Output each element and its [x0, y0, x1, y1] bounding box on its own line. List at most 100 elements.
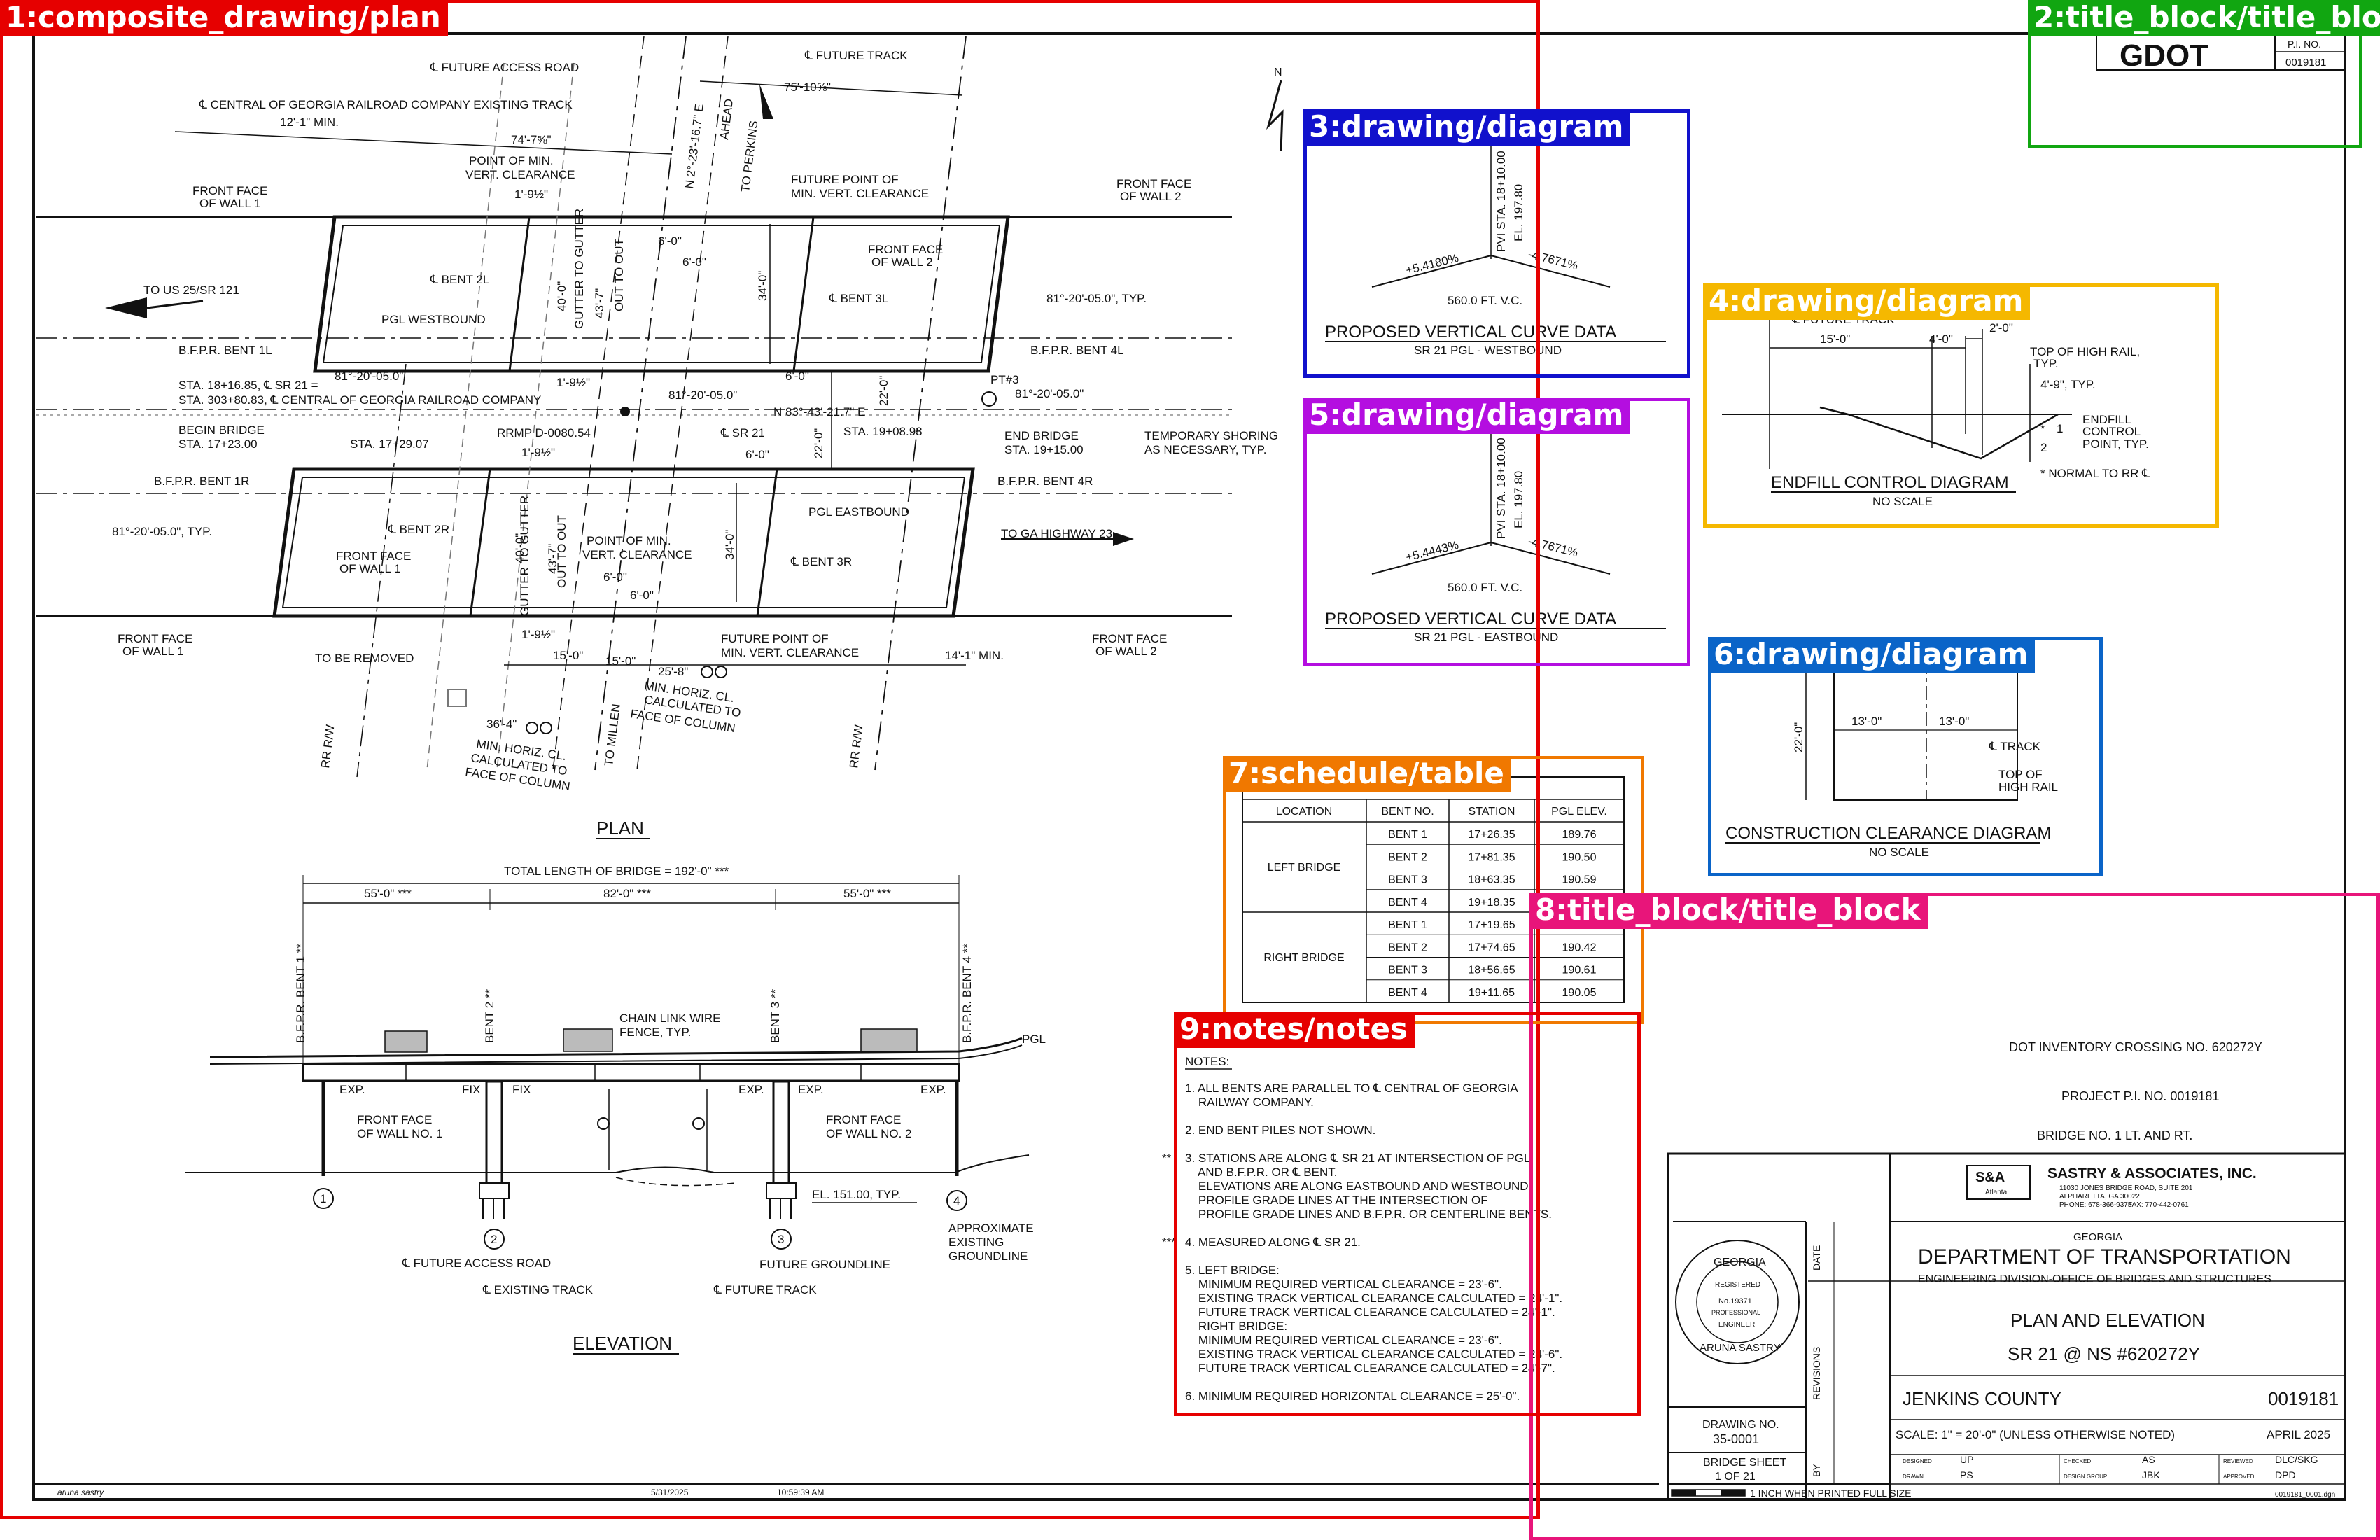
firm-name: SASTRY & ASSOCIATES, INC.: [2047, 1166, 2257, 1182]
constr-track: ℄ TRACK: [1989, 740, 2041, 753]
notes-line: RIGHT BRIDGE:: [1185, 1320, 1287, 1333]
label-outout-eb: OUT TO OUT: [555, 515, 568, 588]
tb-sheet-title: PLAN AND ELEVATION: [2010, 1310, 2205, 1331]
notes-line: MINIMUM REQUIRED VERTICAL CLEARANCE = 23…: [1185, 1278, 1502, 1291]
constr-tohr1: TOP OF: [1998, 768, 2043, 781]
bridge-number: BRIDGE NO. 1 LT. AND RT.: [2037, 1128, 2192, 1142]
label-to-us25: TO US 25/SR 121: [144, 284, 239, 297]
bent-table-cell: 17+81.35: [1468, 851, 1515, 863]
label-pmvc-2-eb: VERT. CLEARANCE: [582, 548, 692, 561]
label-bent-2l: ℄ BENT 2L: [430, 273, 489, 286]
label-sta-line1: STA. 18+16.85, ℄ SR 21 =: [178, 379, 318, 392]
tb-county: JENKINS COUNTY: [1903, 1388, 2062, 1409]
label-pgl-eb: PGL EASTBOUND: [808, 505, 909, 519]
endfill-one: 1: [2057, 422, 2063, 435]
bent-table-cell: BENT 1: [1388, 919, 1427, 931]
engineer-seal: GEORGIA REGISTERED No.19371 PROFESSIONAL…: [1675, 1240, 1800, 1364]
vc-eb-g1: +5.4443%: [1404, 538, 1460, 564]
elev-future-groundline: FUTURE GROUNDLINE: [760, 1258, 890, 1271]
elev-exp-3: EXP.: [798, 1083, 824, 1096]
notes-line: RAILWAY COMPANY.: [1185, 1096, 1314, 1109]
tb-scale: SCALE: 1" = 20'-0" (UNLESS OTHERWISE NOT…: [1896, 1428, 2175, 1441]
label-fpmvc-2: MIN. VERT. CLEARANCE: [791, 187, 929, 200]
notes-line: EXISTING TRACK VERTICAL CLEARANCE CALCUL…: [1185, 1348, 1562, 1361]
constr-scale: NO SCALE: [1869, 846, 1929, 859]
tb-file: 0019181_0001.dgn: [2275, 1491, 2335, 1499]
vertical-curve-westbound: PVI STA. 18+10.00 EL. 197.80 +5.4180% -4…: [1325, 133, 1666, 357]
label-ff-wall1b: OF WALL 1: [200, 197, 261, 210]
label-bearing-mid: N 83°-43'-21.7" E: [774, 405, 865, 419]
dim-43-7-eb: 43'-7": [546, 544, 559, 574]
vc-wb-el: EL. 197.80: [1512, 184, 1525, 241]
tb-reviewed-label: REVIEWED: [2223, 1458, 2253, 1464]
label-fpmvc-1-eb: FUTURE POINT OF: [721, 632, 829, 645]
label-sta-1729: STA. 17+29.07: [350, 438, 429, 451]
label-begin-sta: STA. 17+23.00: [178, 438, 258, 451]
seal-professional: PROFESSIONAL: [1712, 1309, 1760, 1316]
vc-wb-g2: -4.7671%: [1527, 247, 1579, 272]
vertical-curve-eastbound: PVI STA. 18+10.00 EL. 197.80 +5.4443% -4…: [1325, 420, 1666, 644]
general-notes: NOTES: 1. ALL BENTS ARE PARALLEL TO ℄ CE…: [1162, 1055, 1562, 1403]
constr-d22: 22'-0": [1792, 722, 1805, 752]
elev-approx2: EXISTING: [948, 1236, 1004, 1249]
label-ff-wall2b-br: OF WALL 2: [1096, 645, 1157, 658]
bent-table-header: BENT NO.: [1381, 806, 1434, 818]
seal-engineer: ENGINEER: [1718, 1321, 1755, 1329]
notes-line: 1. ALL BENTS ARE PARALLEL TO ℄ CENTRAL O…: [1185, 1082, 1518, 1095]
vc-wb-length: 560.0 FT. V.C.: [1448, 294, 1522, 307]
dot-crossing: DOT INVENTORY CROSSING NO. 620272Y: [2009, 1040, 2262, 1054]
elev-fix-2: FIX: [512, 1083, 531, 1096]
dim-1-9-mid: 1'-9½": [556, 376, 590, 389]
elev-exp-2: EXP.: [738, 1083, 764, 1096]
endfill-title: ENDFILL CONTROL DIAGRAM: [1771, 473, 2009, 492]
firm-phone: PHONE: 678-366-9375: [2059, 1201, 2132, 1209]
tb-inch-scale: 1 INCH WHEN PRINTED FULL SIZE: [1750, 1488, 1912, 1499]
tb-sheet-sub: SR 21 @ NS #620272Y: [2008, 1343, 2200, 1364]
elev-exp-4: EXP.: [920, 1083, 946, 1096]
label-future-track: ℄ FUTURE TRACK: [804, 49, 908, 62]
dim-74: 74'-7⅝": [511, 133, 551, 146]
label-bent-2r: ℄ BENT 2R: [388, 523, 449, 536]
tb-designed-label: DESIGNED: [1903, 1458, 1932, 1464]
firm-addr1: 11030 JONES BRIDGE ROAD, SUITE 201: [2059, 1184, 2193, 1192]
endfill-future-track: ℄ FUTURE TRACK: [1791, 313, 1895, 326]
footer-user: aruna sastry: [57, 1488, 104, 1497]
label-bfpr-1r: B.F.P.R. BENT 1R: [154, 475, 249, 488]
dim-1-9-bot: 1'-9½": [522, 628, 555, 641]
elev-chain2: FENCE, TYP.: [620, 1026, 691, 1039]
vc-eb-length: 560.0 FT. V.C.: [1448, 581, 1522, 594]
tb-by-col: BY: [1811, 1464, 1822, 1477]
label-pgl-wb: PGL WESTBOUND: [382, 313, 486, 326]
bent-table-cell: BENT 1: [1388, 829, 1427, 841]
endfill-normal: * NORMAL TO RR ℄: [2040, 467, 2150, 480]
tb-drawn-label: DRAWN: [1903, 1474, 1924, 1480]
gdot-logo: GDOT: [2120, 38, 2208, 73]
label-bearing-top: N 2°-23'-16.7" E: [682, 103, 706, 189]
firm-addr2: ALPHARETTA, GA 30022: [2059, 1193, 2140, 1200]
constr-d13b: 13'-0": [1939, 715, 1969, 728]
elev-fix-1: FIX: [462, 1083, 480, 1096]
dim-40-top: 40'-0": [555, 281, 568, 312]
dim-1-9-top: 1'-9½": [514, 188, 548, 201]
notes-line: AND B.F.P.R. OR ℄ BENT.: [1185, 1166, 1338, 1179]
tb-bridge-sheet-label: BRIDGE SHEET: [1703, 1457, 1786, 1469]
label-bfpr-1l: B.F.P.R. BENT 1L: [178, 344, 272, 357]
bent-table-cell: 190.05: [1562, 897, 1597, 909]
label-cgrr-existing-track: ℄ CENTRAL OF GEORGIA RAILROAD COMPANY EX…: [199, 98, 573, 111]
tb-approved-label: APPROVED: [2223, 1474, 2255, 1480]
tb-division: ENGINEERING DIVISION-OFFICE OF BRIDGES A…: [1918, 1273, 2272, 1285]
endfill-tohr1: TOP OF HIGH RAIL,: [2030, 345, 2140, 358]
elev-total-length: TOTAL LENGTH OF BRIDGE = 192'-0" ***: [504, 864, 729, 878]
bent-table-header: LOCATION: [1276, 806, 1333, 818]
notes-line: FUTURE TRACK VERTICAL CLEARANCE CALCULAT…: [1185, 1306, 1555, 1319]
dim-6-0-c: 6'-0": [785, 370, 809, 383]
label-ff-wall1-eb: FRONT FACE: [336, 550, 411, 563]
label-pmvc-2: VERT. CLEARANCE: [465, 168, 575, 181]
seal-name: ARUNA SASTRY: [1700, 1342, 1781, 1354]
vc-eb-title: PROPOSED VERTICAL CURVE DATA: [1325, 610, 1616, 629]
elev-bfpr4: B.F.P.R. BENT 4 **: [960, 944, 974, 1043]
elev-bent3: BENT 3 **: [769, 988, 782, 1043]
north-arrow: N: [1266, 66, 1284, 151]
tb-drawing-no: 35-0001: [1713, 1432, 1759, 1446]
